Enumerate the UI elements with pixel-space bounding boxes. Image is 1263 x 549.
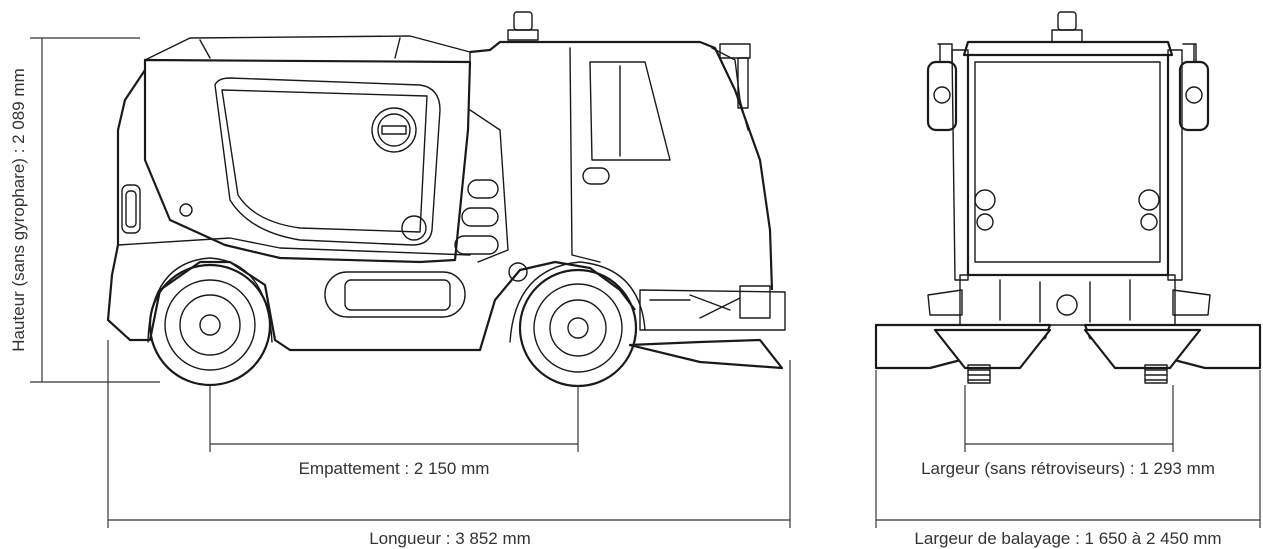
- side-dimension-lines: [30, 37, 791, 528]
- sweep-width-label: Largeur de balayage : 1 650 à 2 450 mm: [914, 529, 1221, 548]
- front-dimension-lines: [875, 370, 1261, 528]
- length-label: Longueur : 3 852 mm: [369, 529, 531, 548]
- wheelbase-label: Empattement : 2 150 mm: [299, 459, 490, 478]
- front-view-vehicle: [874, 11, 1262, 384]
- height-label: Hauteur (sans gyrophare) : 2 089 mm: [9, 68, 28, 351]
- side-view-vehicle: [106, 11, 786, 388]
- width-label: Largeur (sans rétroviseurs) : 1 293 mm: [921, 459, 1215, 478]
